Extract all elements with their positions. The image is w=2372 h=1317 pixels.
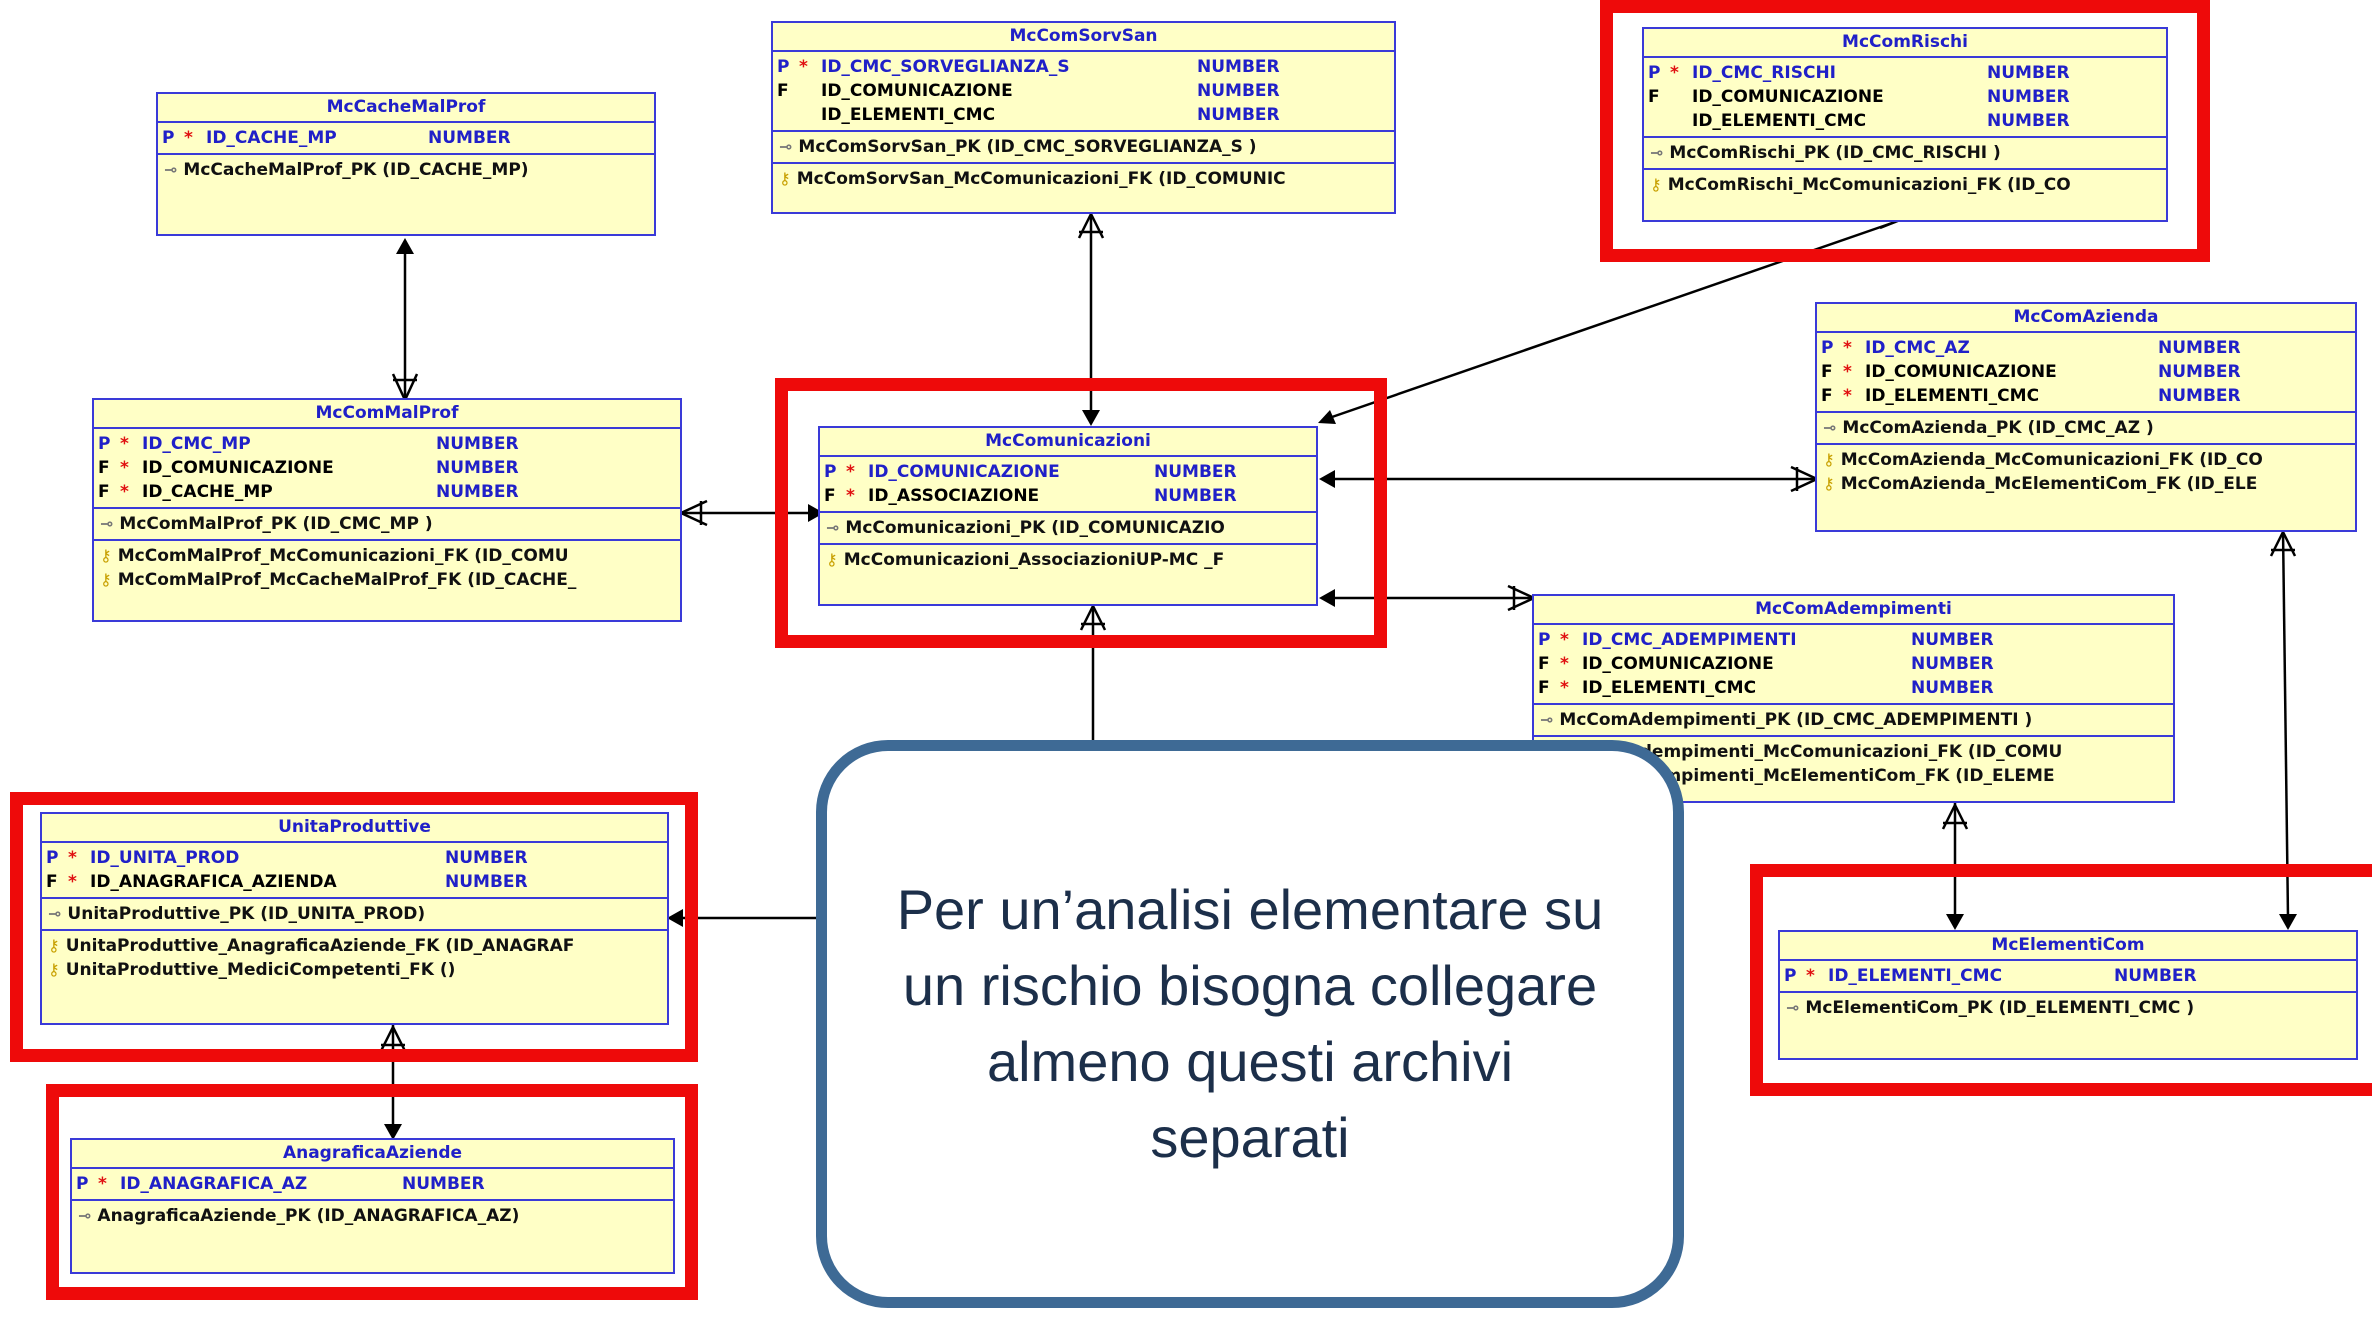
key-icon: ⊸	[826, 518, 840, 537]
entity-title: McComunicazioni	[820, 428, 1316, 457]
foreign-key-icon: ⚷	[48, 936, 60, 955]
pk-constraint: ⊸McComMalProf_PK (ID_CMC_MP )	[100, 514, 433, 534]
callout-box: Per un’analisi elementare su un rischio …	[816, 740, 1684, 1308]
entity-title: UnitaProduttive	[42, 814, 667, 843]
entity-title: McElementiCom	[1780, 932, 2356, 961]
fk-constraint: ⚷McComSorvSan_McComunicazioni_FK (ID_COM…	[779, 169, 1286, 189]
foreign-key-icon: ⚷	[1823, 450, 1835, 469]
fk-constraint: ⚷McComunicazioni_AssociazioniUP-MC _F	[826, 550, 1225, 570]
key-icon: ⊸	[1823, 418, 1837, 437]
highlight-frame-anagrafica-aziende	[46, 1084, 698, 1300]
highlight-frame-mc-comunicazioni	[775, 378, 1387, 648]
entity-title: AnagraficaAziende	[72, 1140, 673, 1169]
highlight-frame-unita-produttive	[10, 792, 698, 1062]
fk-constraint: ⚷McComMalProf_McComunicazioni_FK (ID_COM…	[100, 546, 569, 566]
pk-constraint: ⊸UnitaProduttive_PK (ID_UNITA_PROD)	[48, 904, 426, 924]
key-icon: ⊸	[1540, 710, 1554, 729]
fk-constraint: ⚷McComMalProf_McCacheMalProf_FK (ID_CACH…	[100, 570, 577, 590]
key-icon: ⊸	[78, 1206, 92, 1225]
highlight-frame-mc-elementi-com	[1750, 864, 2372, 1096]
key-icon: ⊸	[100, 514, 114, 533]
pk-constraint: ⊸McComSorvSan_PK (ID_CMC_SORVEGLIANZA_S …	[779, 137, 1257, 157]
pk-constraint: ⊸McComAzienda_PK (ID_CMC_AZ )	[1823, 418, 2154, 438]
pk-constraint: ⊸AnagraficaAziende_PK (ID_ANAGRAFICA_AZ)	[78, 1206, 520, 1226]
pk-constraint: ⊸McComRischi_PK (ID_CMC_RISCHI )	[1650, 143, 2001, 163]
key-icon: ⊸	[1650, 143, 1664, 162]
pk-constraint: ⊸McElementiCom_PK (ID_ELEMENTI_CMC )	[1786, 998, 2195, 1018]
entity-title: McComRischi	[1644, 29, 2166, 58]
callout-text: Per un’analisi elementare su un rischio …	[896, 878, 1604, 1169]
foreign-key-icon: ⚷	[100, 570, 112, 589]
entity-title: McComAdempimenti	[1534, 596, 2173, 625]
fk-constraint: ⚷UnitaProduttive_AnagraficaAziende_FK (I…	[48, 936, 575, 956]
pk-constraint: ⊸McComunicazioni_PK (ID_COMUNICAZIO	[826, 518, 1225, 538]
entity-title: McComSorvSan	[773, 23, 1394, 52]
key-icon: ⊸	[1786, 998, 1800, 1017]
entity-title: McComMalProf	[94, 400, 680, 429]
foreign-key-icon: ⚷	[48, 960, 60, 979]
foreign-key-icon: ⚷	[1650, 175, 1662, 194]
foreign-key-icon: ⚷	[1823, 474, 1835, 493]
entity-title: McComAzienda	[1817, 304, 2355, 333]
highlight-frame-mc-com-rischi	[1600, 0, 2210, 262]
foreign-key-icon: ⚷	[100, 546, 112, 565]
foreign-key-icon: ⚷	[779, 169, 791, 188]
pk-constraint: ⊸McCacheMalProf_PK (ID_CACHE_MP)	[164, 160, 529, 180]
fk-constraint: ⚷McComAzienda_McElementiCom_FK (ID_ELE	[1823, 474, 2258, 494]
pk-constraint: ⊸McComAdempimenti_PK (ID_CMC_ADEMPIMENTI…	[1540, 710, 2033, 730]
entity-title: McCacheMalProf	[158, 94, 654, 123]
fk-constraint: ⚷UnitaProduttive_MediciCompetenti_FK ()	[48, 960, 456, 980]
key-icon: ⊸	[164, 160, 178, 179]
key-icon: ⊸	[48, 904, 62, 923]
foreign-key-icon: ⚷	[826, 550, 838, 569]
fk-constraint: ⚷McComRischi_McComunicazioni_FK (ID_CO	[1650, 175, 2071, 195]
fk-constraint: ⚷McComAzienda_McComunicazioni_FK (ID_CO	[1823, 450, 2263, 470]
key-icon: ⊸	[779, 137, 793, 156]
